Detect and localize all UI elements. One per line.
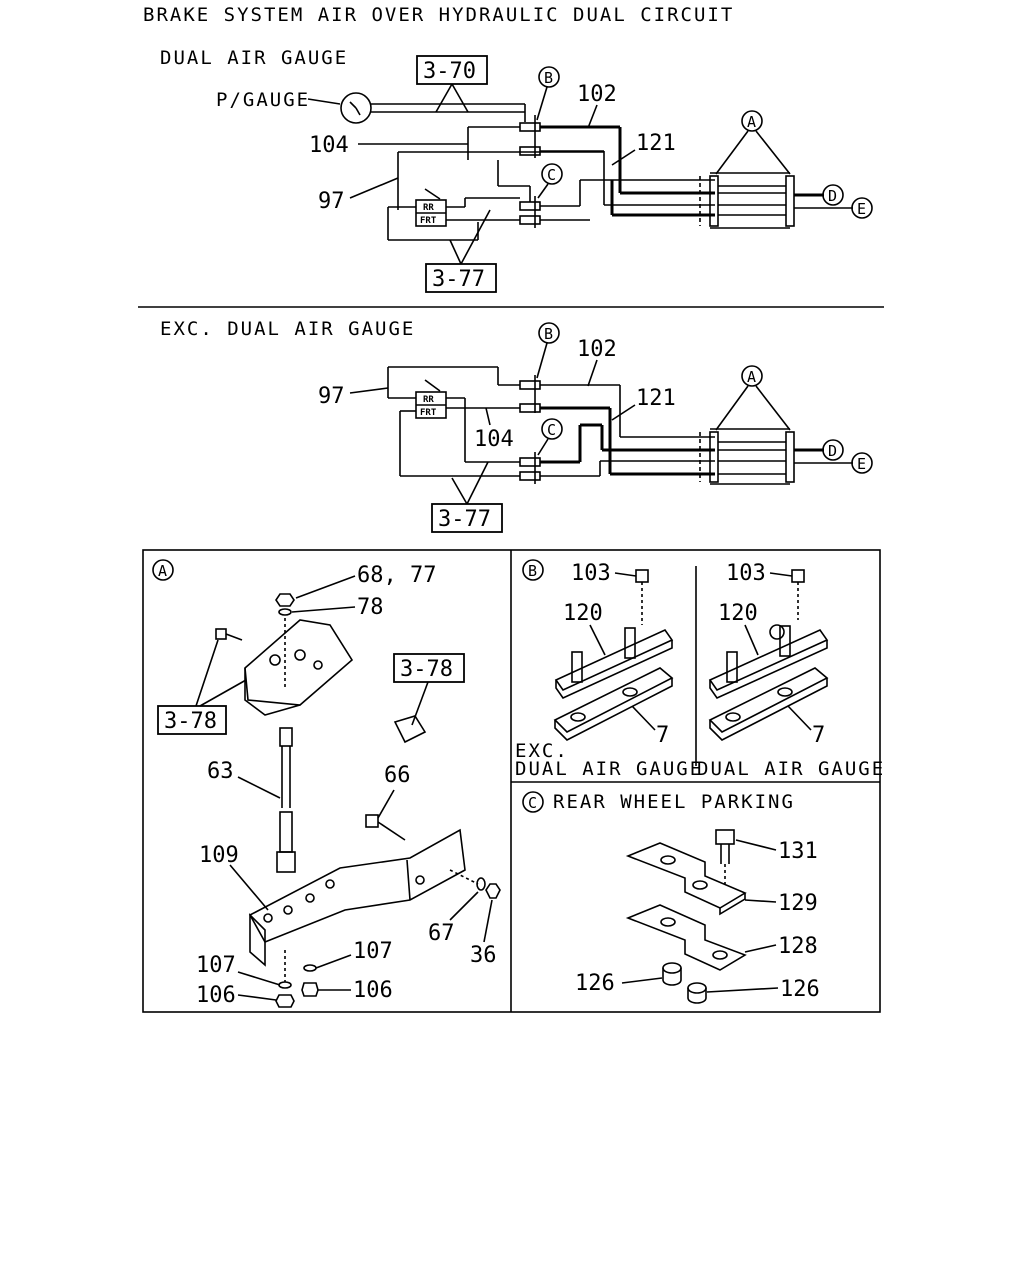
detail-b-right-caption: DUAL AIR GAUGE xyxy=(697,758,885,780)
callout-7-left: 7 xyxy=(656,723,669,748)
callout-121-exc: 121 xyxy=(636,386,676,411)
mounting-plate-icon xyxy=(248,828,466,944)
callout-126-right: 126 xyxy=(780,977,820,1002)
callout-97-dual: 97 xyxy=(318,189,345,214)
ref-box-3-77-exc xyxy=(431,503,503,533)
circle-label-a-exc: A xyxy=(747,368,756,386)
detail-b: B 103 120 7 EXC. DUAL AIR GAUGE 103 120 xyxy=(515,559,885,780)
ref-3-78-right-label: 3-78 xyxy=(400,657,453,682)
ref-3-70-label: 3-70 xyxy=(423,59,476,84)
detail-b-left-caption-2: DUAL AIR GAUGE xyxy=(515,758,703,780)
detail-b-circle-label: B xyxy=(528,562,537,580)
valve-rr-label: RR xyxy=(423,203,434,213)
callout-67: 67 xyxy=(428,921,455,946)
detail-c: C REAR WHEEL PARKING 131 129 128 126 126 xyxy=(522,791,820,1004)
callout-128: 128 xyxy=(778,934,818,959)
circle-label-b: B xyxy=(544,69,553,87)
detail-b-left-caption-1: EXC. xyxy=(515,740,569,762)
parking-plate-upper-icon xyxy=(625,842,747,909)
callout-107-left: 107 xyxy=(196,953,236,978)
valve-frt-label: FRT xyxy=(420,216,437,226)
ref-3-77-dual-label: 3-77 xyxy=(432,267,485,292)
callout-120-left: 120 xyxy=(563,601,603,626)
ref-box-3-78-right xyxy=(393,653,465,683)
section-exc-heading: EXC. DUAL AIR GAUGE xyxy=(160,318,415,340)
callout-106-left: 106 xyxy=(196,983,236,1008)
detail-c-circle-label: C xyxy=(528,794,537,812)
diagram-title: BRAKE SYSTEM AIR OVER HYDRAULIC DUAL CIR… xyxy=(143,4,734,26)
callout-102-dual: 102 xyxy=(577,82,617,107)
valve-frt-label-exc: FRT xyxy=(420,408,437,418)
ref-3-77-exc-label: 3-77 xyxy=(438,507,491,532)
section-dual-air-gauge: DUAL AIR GAUGE P/GAUGE 3-70 104 xyxy=(160,47,873,293)
callout-109: 109 xyxy=(199,843,239,868)
callout-104-dual: 104 xyxy=(309,133,349,158)
callout-63: 63 xyxy=(207,759,234,784)
callout-102-exc: 102 xyxy=(577,337,617,362)
detail-c-heading: REAR WHEEL PARKING xyxy=(553,791,795,813)
circle-label-d-exc: D xyxy=(828,442,837,460)
callout-7-right: 7 xyxy=(812,723,825,748)
circle-label-e-exc: E xyxy=(857,455,866,473)
valve-rr-label-exc: RR xyxy=(423,395,434,405)
callout-97-exc: 97 xyxy=(318,384,345,409)
detail-a-circle-label: A xyxy=(158,562,167,580)
parking-plate-lower-icon xyxy=(625,904,747,971)
callout-131: 131 xyxy=(778,839,818,864)
pressure-gauge-label: P/GAUGE xyxy=(216,89,310,111)
detail-a: A 3-78 68, 77 78 3-78 63 xyxy=(152,559,501,1008)
callout-103-right: 103 xyxy=(726,561,766,586)
ref-box-3-78-left xyxy=(157,705,227,735)
section-dual-heading: DUAL AIR GAUGE xyxy=(160,47,348,69)
pressure-gauge-icon xyxy=(340,92,372,124)
circle-label-c-exc: C xyxy=(547,421,556,439)
callout-126-left: 126 xyxy=(575,971,615,996)
callout-129: 129 xyxy=(778,891,818,916)
bracket-icon xyxy=(244,619,354,706)
circle-label-a-dual: A xyxy=(747,113,756,131)
callout-66: 66 xyxy=(384,763,411,788)
circle-label-d-dual: D xyxy=(828,187,837,205)
section-exc-dual-air-gauge: EXC. DUAL AIR GAUGE 97 RR FRT B 102 xyxy=(160,318,873,533)
callout-36: 36 xyxy=(470,943,497,968)
callout-68-77: 68, 77 xyxy=(357,563,436,588)
circle-label-b-exc: B xyxy=(544,325,553,343)
callout-104-exc: 104 xyxy=(474,427,514,452)
callout-121-dual: 121 xyxy=(636,131,676,156)
circle-label-c: C xyxy=(547,166,556,184)
callout-78: 78 xyxy=(357,595,384,620)
callout-106-right: 106 xyxy=(353,978,393,1003)
ref-box-3-77-dual xyxy=(425,263,497,293)
callout-120-right: 120 xyxy=(718,601,758,626)
ref-3-78-left-label: 3-78 xyxy=(164,709,217,734)
circle-label-e-dual: E xyxy=(857,200,866,218)
callout-107-right: 107 xyxy=(353,939,393,964)
callout-103-left: 103 xyxy=(571,561,611,586)
